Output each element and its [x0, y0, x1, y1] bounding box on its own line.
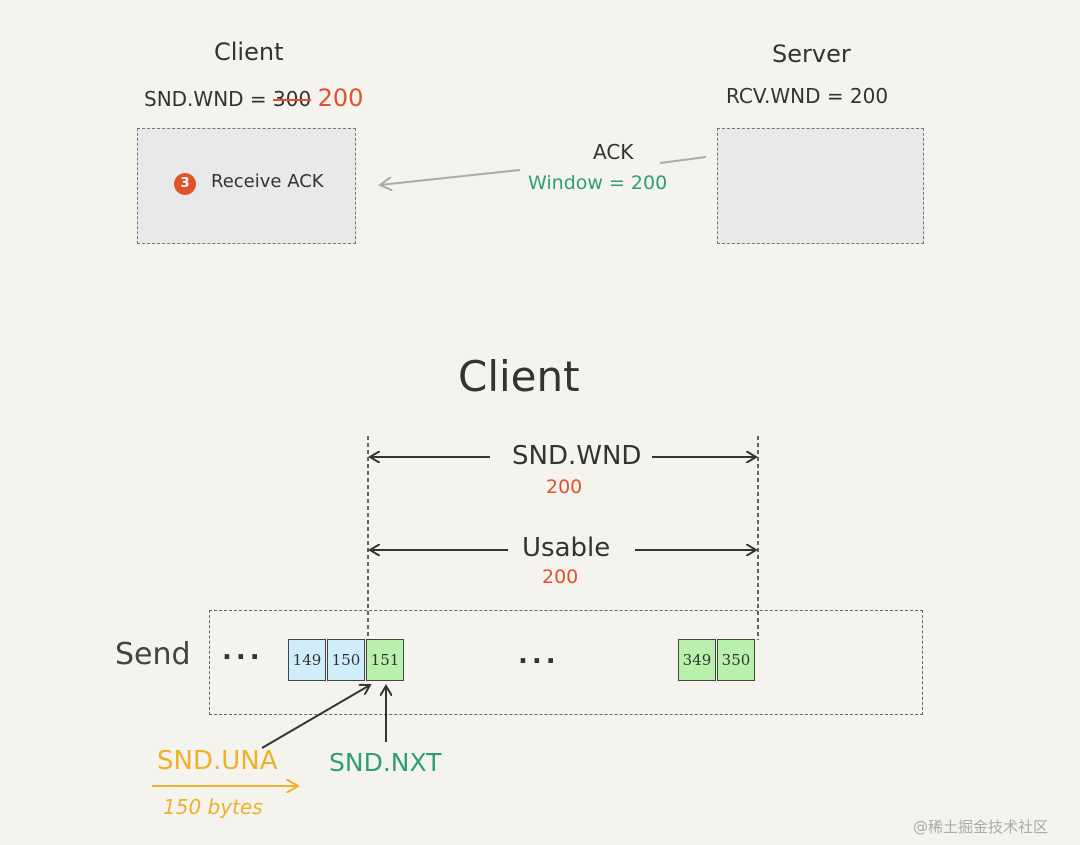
byte-cell-150: 150: [327, 639, 365, 681]
byte-cell-151: 151: [366, 639, 404, 681]
watermark: @稀土掘金技术社区: [913, 818, 1049, 836]
step-badge: 3: [174, 173, 196, 195]
send-label: Send: [115, 637, 191, 672]
snd-wnd-value: 200: [546, 476, 583, 498]
snd-nxt-label: SND.NXT: [329, 748, 442, 777]
byte-cell-149: 149: [288, 639, 326, 681]
client-snd-label: SND.WND =: [144, 87, 267, 111]
server-rcv-wnd: RCV.WND = 200: [726, 84, 889, 108]
ack-label: ACK: [593, 140, 634, 164]
client-snd-old-value: 300: [273, 87, 312, 111]
snd-una-bytes: 150 bytes: [163, 795, 263, 819]
server-title: Server: [772, 40, 851, 68]
snd-wnd-label: SND.WND: [512, 441, 642, 471]
snd-una-pointer: [261, 685, 370, 749]
ack-window-label: Window = 200: [528, 172, 668, 194]
left-ellipsis: ...: [222, 636, 264, 666]
client-snd-wnd: SND.WND = 300 200: [144, 84, 363, 112]
byte-cell-350: 350: [717, 639, 755, 681]
client-title: Client: [214, 38, 284, 66]
usable-value: 200: [542, 566, 579, 588]
byte-cell-349: 349: [678, 639, 716, 681]
snd-una-label: SND.UNA: [157, 746, 278, 776]
client-box: [137, 128, 356, 244]
middle-ellipsis: ...: [518, 640, 560, 670]
bottom-client-title: Client: [458, 352, 580, 401]
step-label: Receive ACK: [211, 171, 324, 192]
ack-arrow: [380, 169, 521, 185]
send-buffer: [209, 610, 923, 715]
usable-label: Usable: [522, 533, 611, 563]
server-box: [717, 128, 924, 244]
ack-tail: [659, 156, 707, 164]
client-snd-new-value: 200: [317, 84, 364, 112]
